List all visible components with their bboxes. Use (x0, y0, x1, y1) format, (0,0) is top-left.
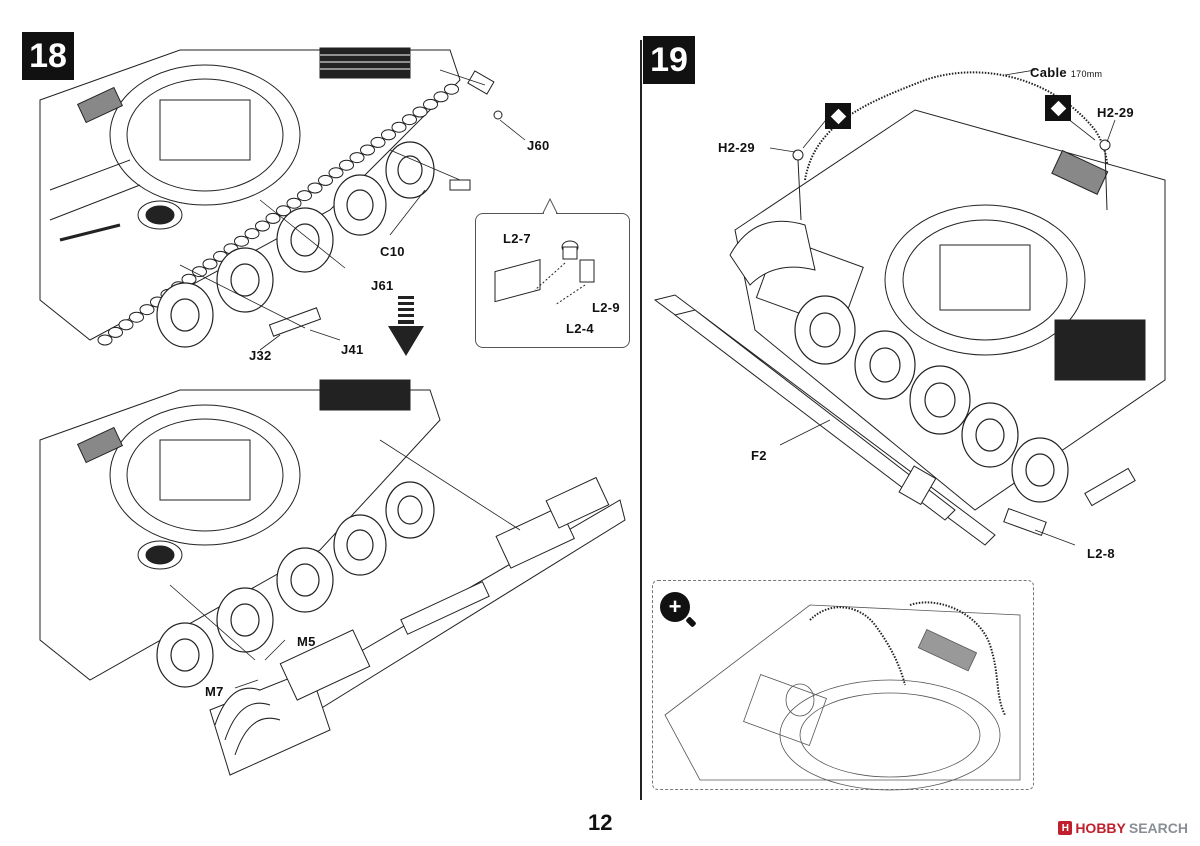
cable-length: 170mm (1070, 69, 1103, 79)
part-label-m5: M5 (297, 634, 316, 649)
zoom-detail-drawing (664, 601, 1021, 791)
part-label-l2-8: L2-8 (1087, 546, 1115, 561)
watermark-brand: HOBBY (1075, 820, 1126, 836)
part-label-j41: J41 (341, 342, 364, 357)
watermark-logo: H (1058, 821, 1073, 835)
step19-illustration (653, 69, 1166, 546)
part-label-l2-9: L2-9 (592, 300, 620, 315)
step-number: 18 (29, 36, 67, 75)
part-label-h2-29-left: H2-29 (718, 140, 755, 155)
part-label-c10: C10 (380, 244, 405, 259)
part-label-l2-4: L2-4 (566, 321, 594, 336)
page-number: 12 (588, 810, 613, 835)
cable-label: Cable 170mm (1030, 65, 1102, 80)
step18-bottom-illustration (39, 379, 626, 776)
step-number: 19 (650, 40, 688, 79)
step-18-badge: 18 (22, 32, 74, 80)
watermark: H HOBBY SEARCH (1058, 820, 1188, 836)
column-divider (640, 40, 642, 800)
arrow-down-icon (388, 296, 424, 356)
part-label-m7: M7 (205, 684, 224, 699)
part-label-j61: J61 (371, 278, 394, 293)
part-label-h2-29-right: H2-29 (1097, 105, 1134, 120)
watermark-suffix: SEARCH (1128, 820, 1188, 836)
cable-label-text: Cable (1030, 65, 1067, 80)
magnifier-plus-icon: + (660, 592, 690, 622)
part-label-f2: F2 (751, 448, 767, 463)
part-label-l2-7: L2-7 (503, 231, 531, 246)
step-19-badge: 19 (643, 36, 695, 84)
diamond-marker-icon (825, 103, 851, 129)
part-label-j60: J60 (527, 138, 550, 153)
part-label-j32: J32 (249, 348, 272, 363)
step18-top-illustration (39, 47, 526, 351)
inset-detail-drawing (494, 197, 595, 306)
diamond-marker-icon (1045, 95, 1071, 121)
